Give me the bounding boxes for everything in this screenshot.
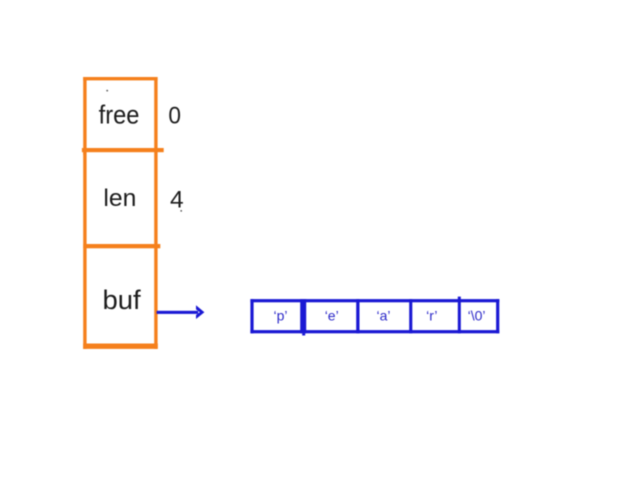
svg-text:‘r’: ‘r’ (426, 308, 437, 324)
svg-text:‘a’: ‘a’ (376, 308, 390, 324)
svg-text:buf: buf (103, 285, 142, 315)
svg-text:len: len (103, 185, 136, 212)
svg-text:‘p’: ‘p’ (273, 308, 287, 324)
svg-text:0: 0 (168, 102, 181, 129)
svg-text:4: 4 (170, 187, 184, 214)
svg-text:‘e’: ‘e’ (325, 308, 339, 324)
svg-text:free: free (99, 100, 140, 130)
svg-text:‘\0’: ‘\0’ (468, 308, 486, 324)
